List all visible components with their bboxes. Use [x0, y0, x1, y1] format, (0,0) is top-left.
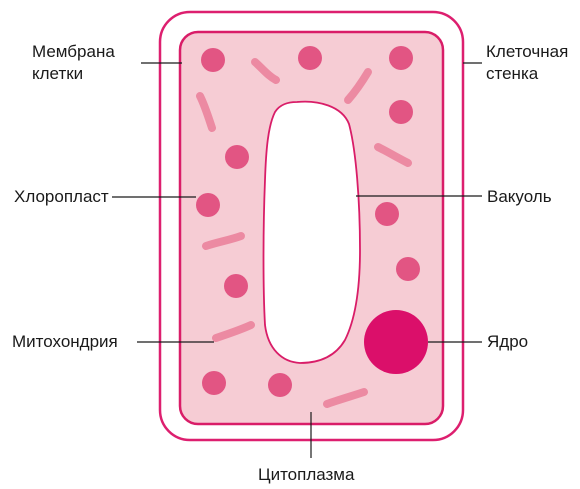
label-membrane: Мембрана клетки [32, 41, 115, 85]
label-mitochondria: Митохондрия [12, 331, 118, 353]
label-cell-wall: Клеточная стенка [486, 41, 568, 85]
label-cytoplasm: Цитоплазма [258, 464, 354, 486]
chloroplast [375, 202, 399, 226]
label-vacuole: Вакуоль [487, 186, 552, 208]
chloroplast [224, 274, 248, 298]
label-chloroplast: Хлоропласт [14, 186, 109, 208]
chloroplast [389, 46, 413, 70]
label-nucleus: Ядро [487, 331, 528, 353]
chloroplast [225, 145, 249, 169]
chloroplast [202, 371, 226, 395]
chloroplast [196, 193, 220, 217]
chloroplast [298, 46, 322, 70]
vacuole [264, 102, 361, 363]
chloroplast [268, 373, 292, 397]
chloroplast [201, 48, 225, 72]
chloroplast [389, 100, 413, 124]
nucleus [364, 310, 428, 374]
chloroplast [396, 257, 420, 281]
